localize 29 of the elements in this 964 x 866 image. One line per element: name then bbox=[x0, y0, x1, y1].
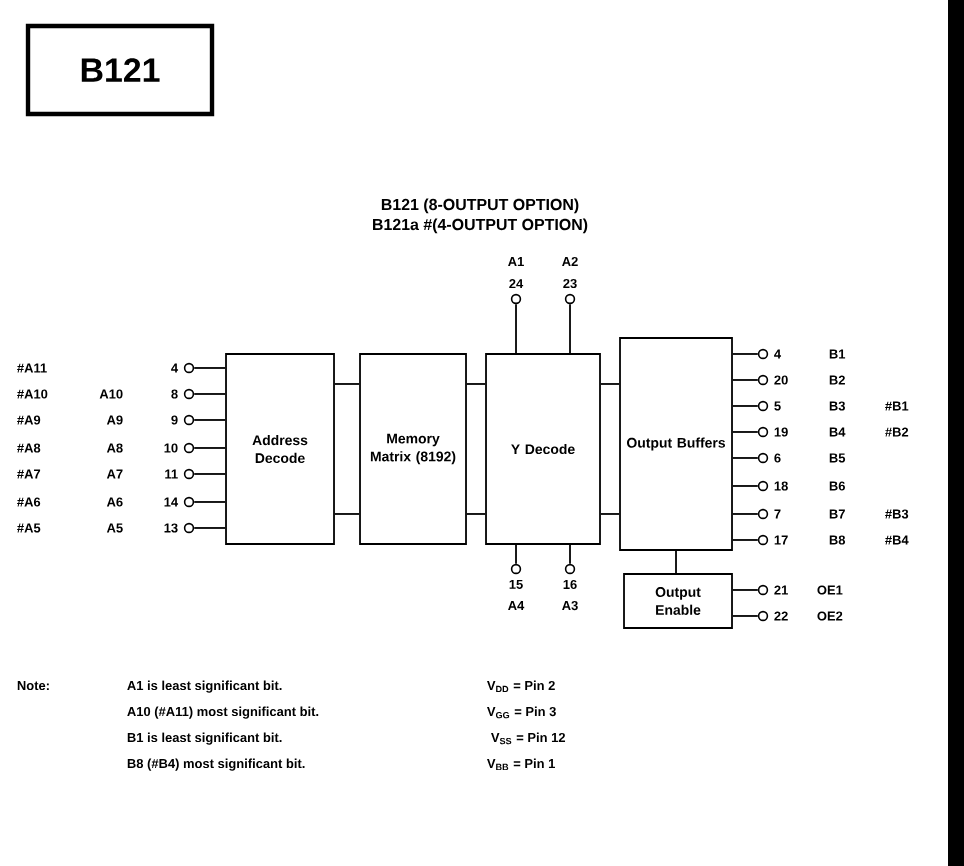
connector-line bbox=[732, 513, 759, 515]
connector-line bbox=[732, 589, 759, 591]
connector-line bbox=[675, 550, 677, 574]
connector-line bbox=[193, 447, 226, 449]
connector-line bbox=[732, 353, 759, 355]
connector-line bbox=[193, 419, 226, 421]
connector-line bbox=[193, 501, 226, 503]
connector-line bbox=[732, 485, 759, 487]
connector-line bbox=[732, 539, 759, 541]
connector-line bbox=[515, 303, 517, 354]
connector-line bbox=[334, 513, 360, 515]
connector-line bbox=[732, 457, 759, 459]
title-box: B121 bbox=[25, 23, 215, 117]
connector-line bbox=[193, 367, 226, 369]
connector-line bbox=[732, 405, 759, 407]
connector-line bbox=[600, 513, 620, 515]
connector-line bbox=[600, 383, 620, 385]
connector-line bbox=[334, 383, 360, 385]
connector-line bbox=[732, 615, 759, 617]
connector-line bbox=[466, 513, 486, 515]
connector-line bbox=[466, 383, 486, 385]
connector-line bbox=[193, 393, 226, 395]
connector-line bbox=[732, 379, 759, 381]
connector-line bbox=[515, 544, 517, 565]
connector-line bbox=[569, 544, 571, 565]
connector-line bbox=[193, 527, 226, 529]
connector-line bbox=[193, 473, 226, 475]
connector-line bbox=[569, 303, 571, 354]
connector-line bbox=[732, 431, 759, 433]
